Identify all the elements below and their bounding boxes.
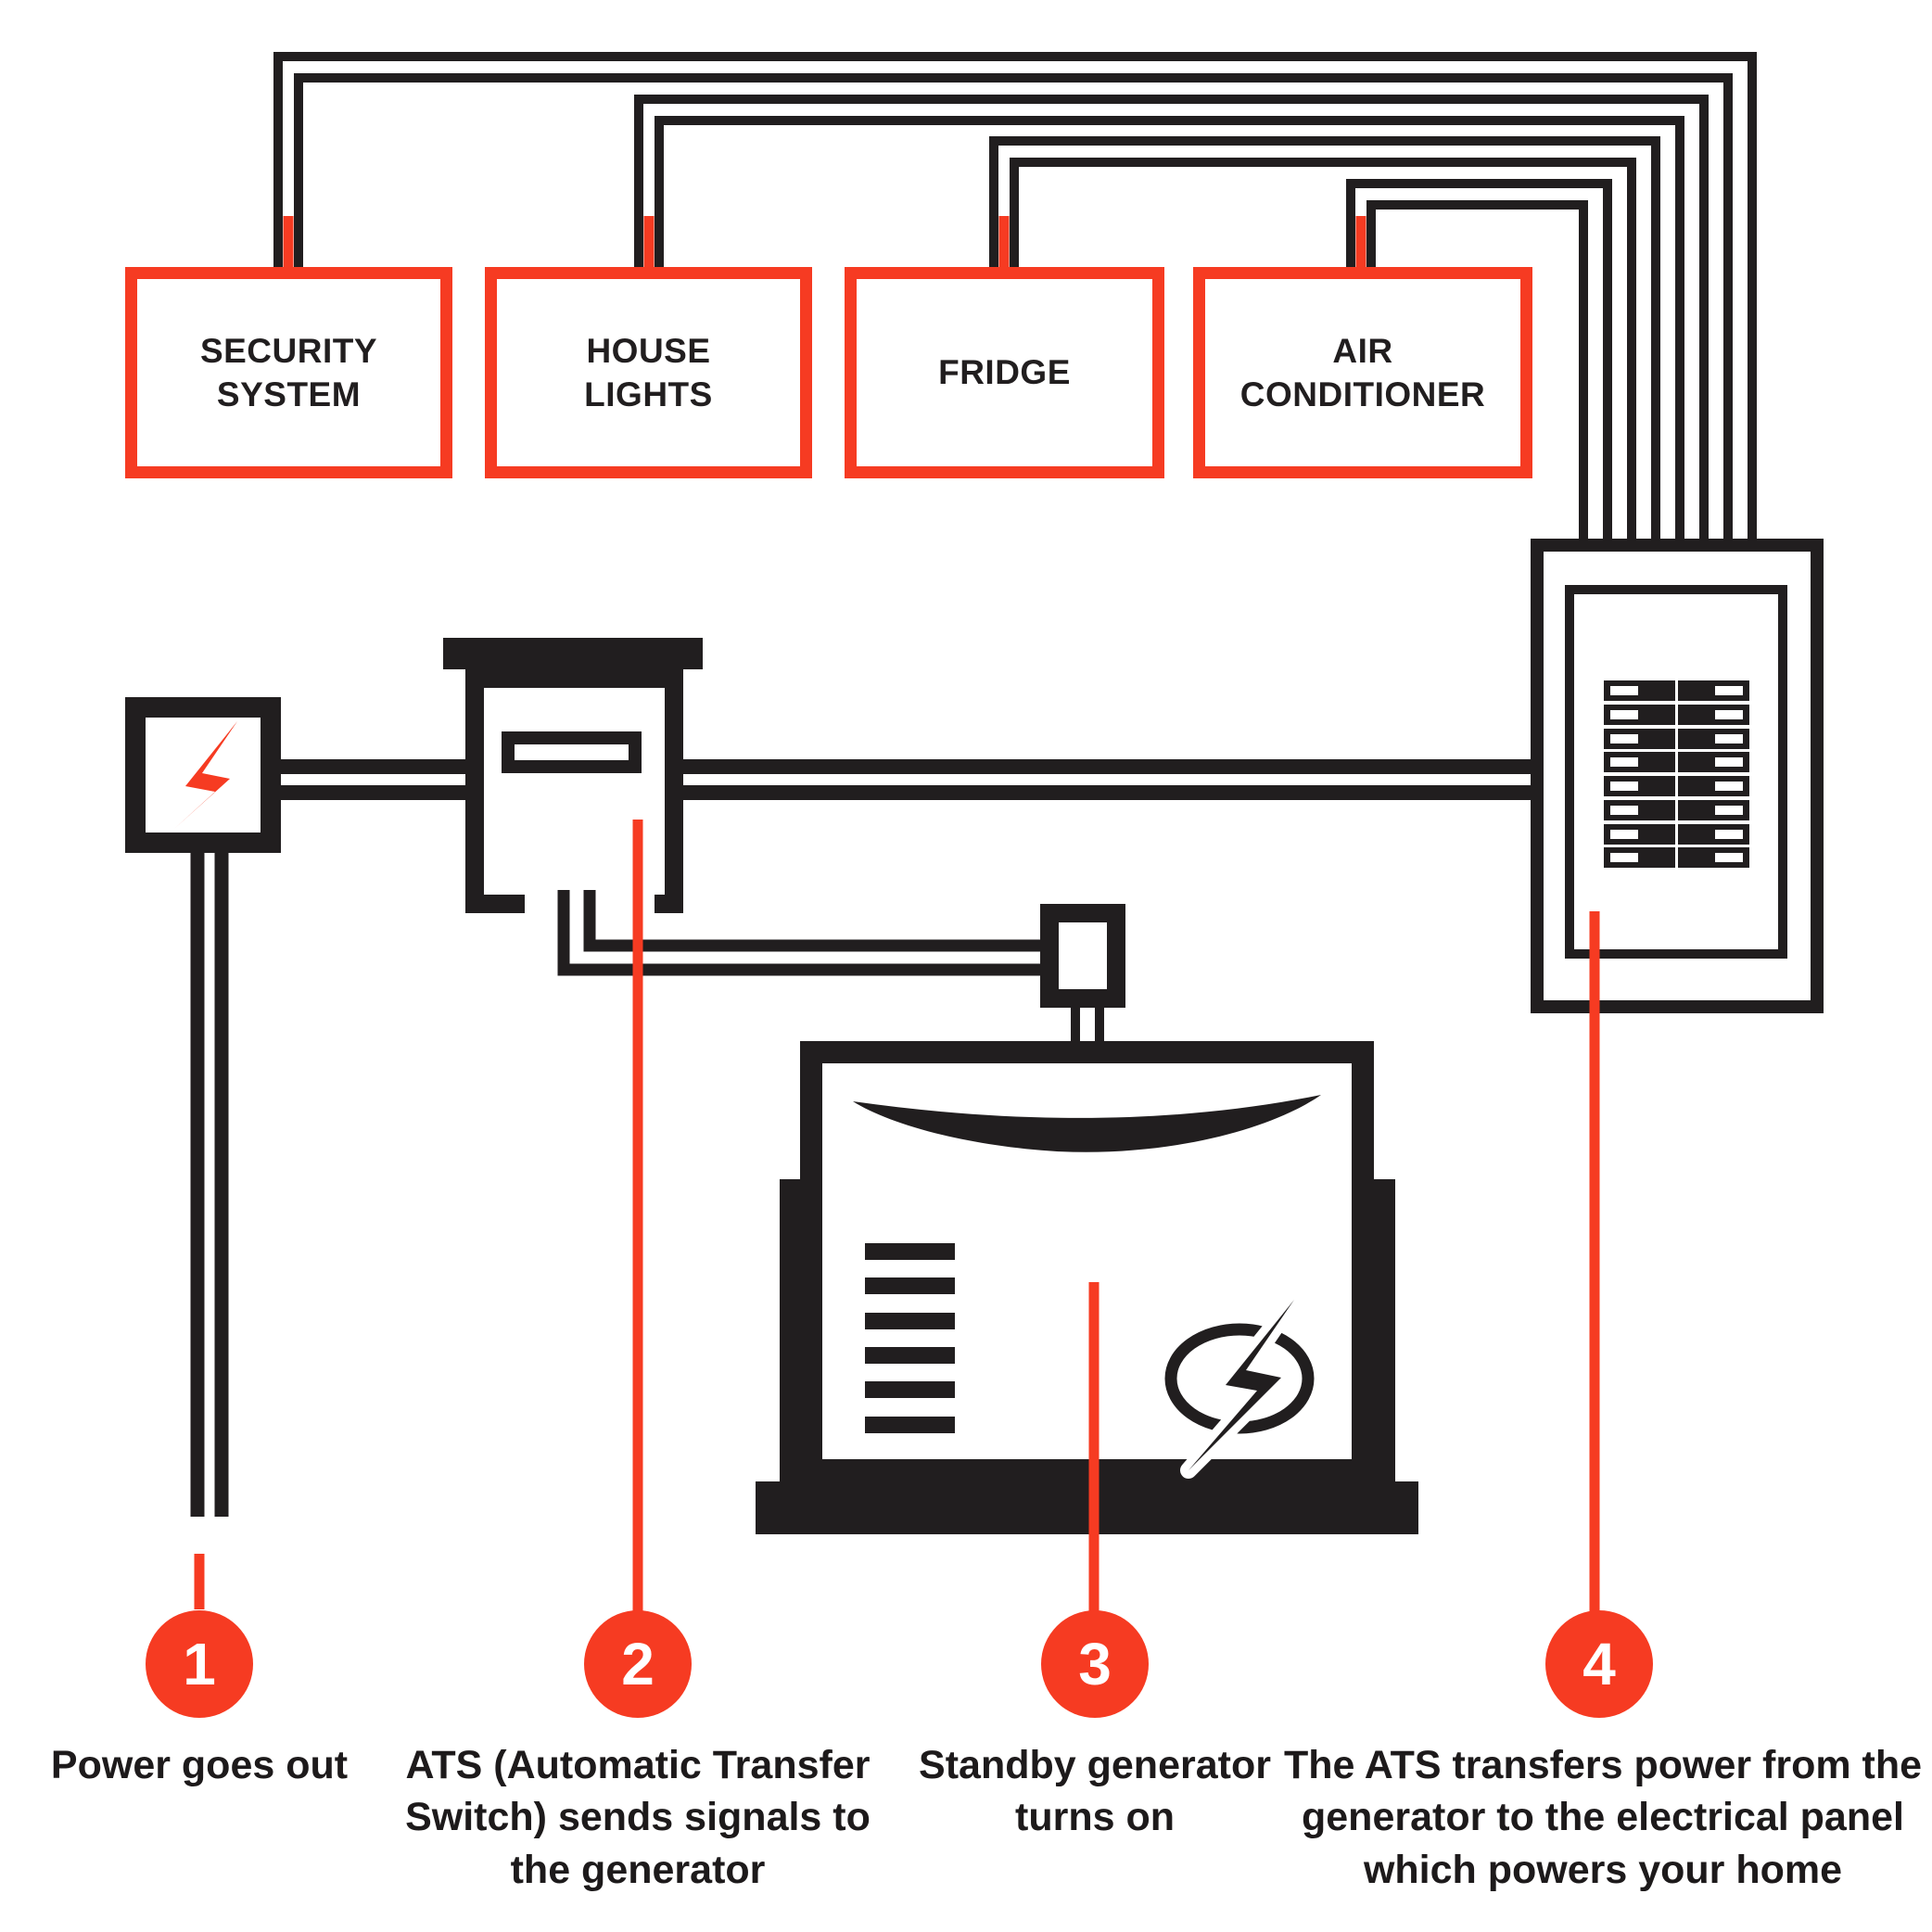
step-4-caption: The ATS transfers power from the generat… [1283, 1743, 1923, 1892]
ats-cap [443, 638, 703, 669]
air-conditioner-box [1193, 267, 1532, 478]
appliance-boxes [125, 267, 1532, 478]
step-1-badge: 1 [146, 1610, 253, 1718]
generator-vent-slats [865, 1243, 955, 1433]
step-2-caption: ATS (Automatic Transfer Switch) sends si… [405, 1743, 871, 1892]
appliance-feed-stubs [283, 216, 1366, 277]
step-4-badge: 4 [1545, 1610, 1653, 1718]
fridge-label: FRIDGE [938, 353, 1071, 392]
fridge-box [845, 267, 1164, 478]
step-3-caption: Standby generator turns on [919, 1743, 1271, 1840]
ats-signal-wires [557, 890, 1045, 976]
air-conditioner-label: AIR CONDITIONER [1239, 331, 1486, 413]
callout-leader-lines [194, 820, 1600, 1615]
appliance-wire-harness [273, 52, 1757, 552]
generator-connector [1040, 904, 1125, 1052]
step-3-badge: 3 [1041, 1610, 1149, 1718]
generator-base [756, 1481, 1418, 1534]
step-2-badge: 2 [584, 1610, 692, 1718]
house-lights-label: HOUSE LIGHTS [584, 331, 713, 413]
step-1-caption: Power goes out [50, 1743, 349, 1787]
utility-power-box [125, 697, 281, 1517]
security-system-label: SECURITY SYSTEM [199, 331, 378, 413]
standby-generator [756, 1041, 1418, 1534]
ats-switch [443, 638, 1045, 976]
electrical-panel [1531, 539, 1824, 1013]
power-outage-lightning-icon [174, 721, 237, 829]
security-system-box [125, 267, 452, 478]
generator-right-shoulder [1353, 1179, 1395, 1485]
panel-door [1565, 585, 1787, 959]
generator-lid-swoosh [853, 1095, 1321, 1152]
generator-logo-lightning-icon [1164, 1291, 1315, 1479]
utility-drop-wires [190, 853, 229, 1517]
house-lights-box [485, 267, 812, 478]
generator-left-shoulder [780, 1179, 822, 1485]
ats-body [465, 669, 683, 913]
ats-display [502, 731, 642, 773]
